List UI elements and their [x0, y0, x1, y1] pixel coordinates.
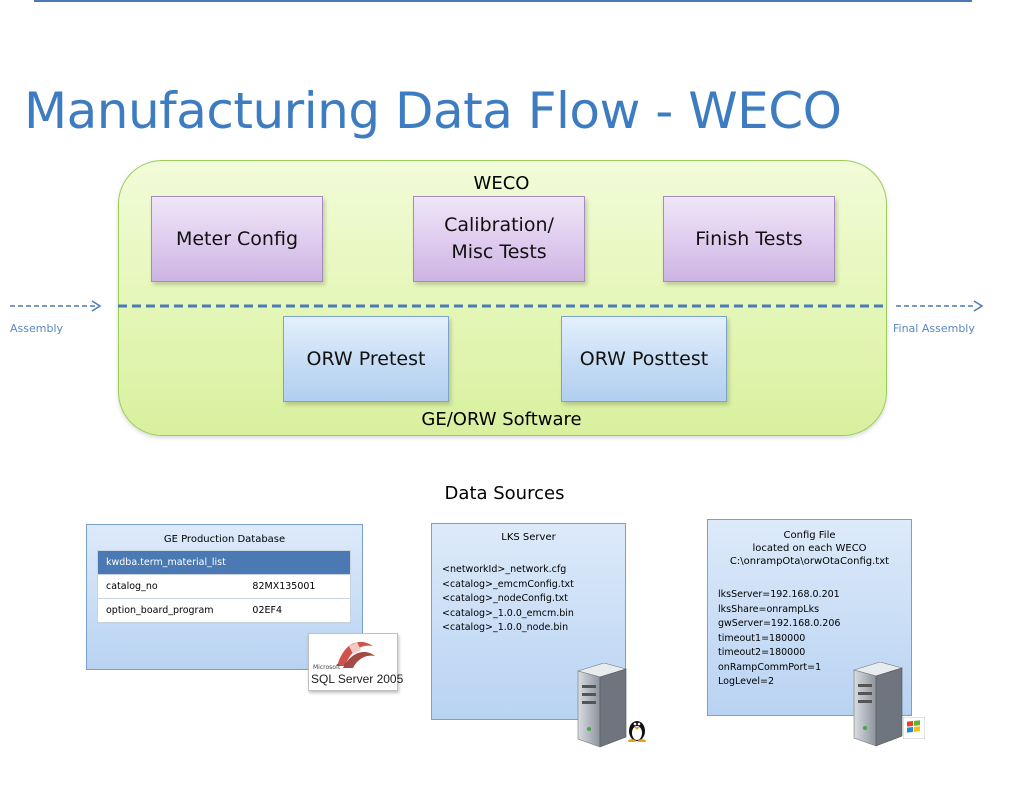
list-item: lksServer=192.168.0.201	[718, 589, 840, 600]
field-name: catalog_no	[106, 581, 158, 592]
list-item: <catalog>_1.0.0_emcm.bin	[442, 607, 574, 619]
list-item: onRampCommPort=1	[718, 661, 822, 673]
sql-brand-small: Microsoft	[313, 664, 341, 671]
server-tower-icon	[576, 663, 628, 748]
orw-pretest-label: ORW Pretest	[306, 347, 426, 370]
ge-orw-software-label: GE/ORW Software	[421, 409, 582, 430]
list-item: timeout2=180000	[718, 647, 806, 658]
orw-pretest-box: ORW Pretest	[283, 316, 449, 402]
list-item: timeout1=180000	[718, 632, 806, 644]
page-title: Manufacturing Data Flow - WECO	[24, 82, 842, 140]
list-item: <catalog>_nodeConfig.txt	[442, 593, 569, 604]
top-rule	[34, 0, 972, 2]
meter-config-label: Meter Config	[175, 227, 299, 250]
sql-server-logo: Microsoft SQL Server 2005	[308, 633, 403, 691]
field-name: option_board_program	[106, 605, 214, 616]
production-database-title: GE Production Database	[163, 534, 286, 545]
finish-tests-box: Finish Tests	[663, 196, 835, 282]
lks-file-list: <networkId>_network.cfg <catalog>_emcmCo…	[442, 563, 574, 636]
config-title-line: located on each WECO	[752, 543, 867, 554]
calibration-tests-box: Calibration/ Misc Tests	[413, 196, 585, 282]
calibration-label-line1: Calibration/	[444, 214, 554, 236]
list-item: LogLevel=2	[718, 676, 775, 687]
table-header: kwdba.term_material_list	[98, 551, 350, 575]
server-tower-icon	[852, 662, 904, 747]
list-item: <catalog>_1.0.0_node.bin	[442, 622, 569, 633]
list-item: gwServer=192.168.0.206	[718, 618, 841, 629]
calibration-label-line2: Misc Tests	[451, 241, 547, 263]
list-item: <networkId>_network.cfg	[442, 564, 567, 575]
data-sources-title: Data Sources	[444, 483, 565, 504]
lks-server-title: LKS Server	[501, 532, 556, 543]
config-title-line: C:\onrampOta\orwOtaConfig.txt	[729, 556, 890, 567]
config-settings-list: lksServer=192.168.0.201 lksShare=onrampL…	[718, 588, 840, 690]
sql-server-swirl-icon	[337, 641, 375, 668]
orw-posttest-box: ORW Posttest	[561, 316, 727, 402]
table-name: kwdba.term_material_list	[106, 557, 226, 568]
final-assembly-label: Final Assembly	[893, 322, 975, 335]
table-row: option_board_program 02EF4	[98, 599, 350, 623]
field-value: 02EF4	[252, 605, 283, 616]
meter-config-box: Meter Config	[151, 196, 323, 282]
config-file-title: Config File located on each WECO C:\onra…	[707, 529, 912, 568]
orw-posttest-label: ORW Posttest	[579, 347, 709, 370]
linux-penguin-icon	[628, 721, 646, 742]
sql-brand-text: SQL Server 2005	[311, 672, 404, 686]
list-item: lksShare=onrampLks	[718, 603, 820, 615]
field-value: 82MX135001	[252, 581, 316, 592]
config-title-line: Config File	[783, 530, 836, 541]
finish-tests-label: Finish Tests	[695, 227, 803, 250]
windows-logo-icon	[903, 717, 925, 739]
database-table: kwdba.term_material_list catalog_no 82MX…	[97, 550, 351, 624]
list-item: <catalog>_emcmConfig.txt	[442, 578, 574, 590]
table-row: catalog_no 82MX135001	[98, 575, 350, 599]
weco-label: WECO	[473, 173, 530, 194]
assembly-label: Assembly	[10, 322, 64, 335]
flow-arrow-line	[10, 300, 984, 312]
